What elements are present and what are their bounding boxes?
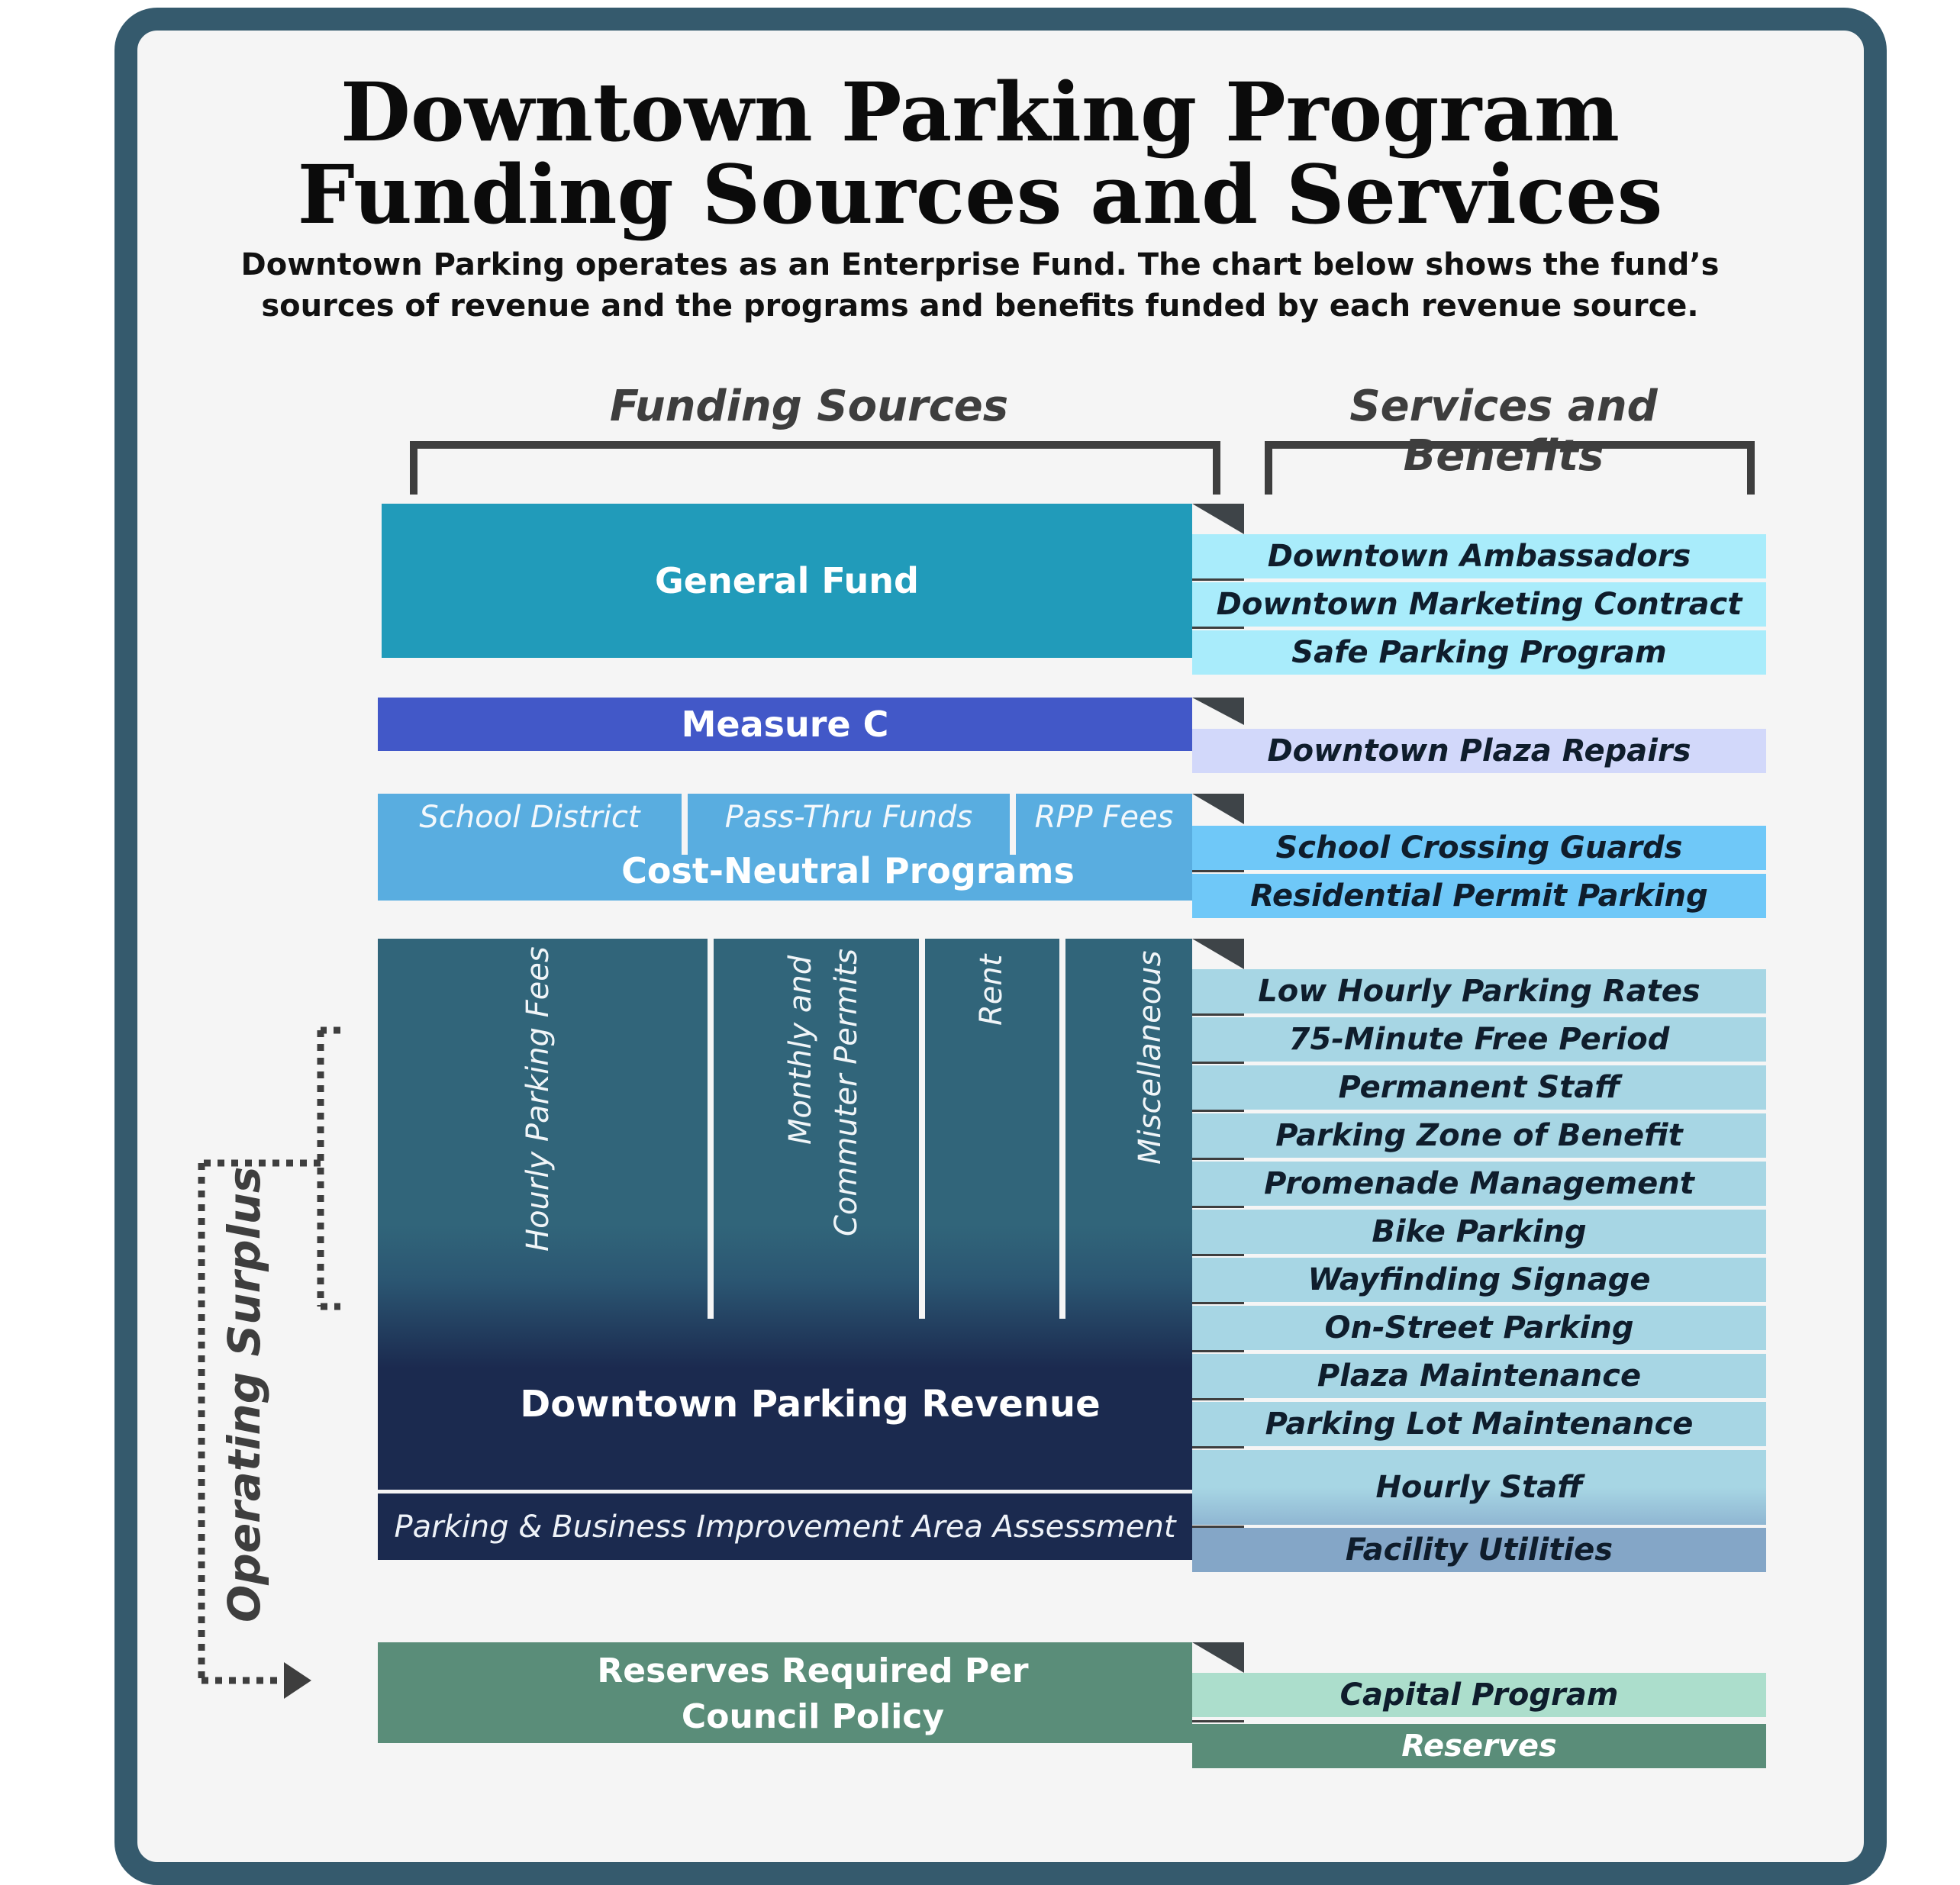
service-item: Downtown Marketing Contract [1192,582,1766,627]
service-item: Parking Zone of Benefit [1192,1113,1766,1158]
hourly-parking-fees-label: Hourly Parking Fees [521,946,556,1252]
divider [682,794,688,855]
service-item: School Crossing Guards [1192,826,1766,870]
cost-neutral-label: Cost-Neutral Programs [621,850,1075,891]
service-item: Downtown Plaza Repairs [1192,729,1766,773]
service-item: Plaza Maintenance [1192,1354,1766,1398]
measure-c-box: Measure C [378,698,1192,751]
rent-label: Rent [974,954,1009,1026]
service-item: Low Hourly Parking Rates [1192,969,1766,1013]
service-item: Hourly Staff [1192,1450,1766,1525]
divider [1192,1158,1244,1160]
divider [1010,794,1016,855]
reserves-source-label-line-2: Council Policy [681,1697,945,1736]
service-item: Residential Permit Parking [1192,874,1766,918]
service-item: Wayfinding Signage [1192,1258,1766,1302]
divider [378,1490,1192,1494]
measure-c-notch [1192,698,1244,725]
service-item: Facility Utilities [1192,1528,1766,1572]
service-item: Promenade Management [1192,1162,1766,1206]
service-item: On-Street Parking [1192,1306,1766,1350]
reserves-source-label-line-1: Reserves Required Per [597,1651,1029,1690]
parking-revenue-label: Downtown Parking Revenue [520,1383,1101,1426]
reserves-source-box [378,1642,1192,1743]
divider [1059,939,1065,1319]
divider [1192,1526,1244,1528]
divider [1192,1110,1244,1112]
divider [1192,1254,1244,1256]
service-item: Downtown Ambassadors [1192,534,1766,578]
divider [1192,627,1244,629]
divider [1192,1398,1244,1400]
subtitle-line-2: sources of revenue and the programs and … [261,288,1699,324]
title-line-1: Downtown Parking Program [340,64,1620,160]
divider [1192,1720,1244,1722]
funding-sources-heading: Funding Sources [609,382,1009,431]
pass-thru-funds-label: Pass-Thru Funds [724,800,973,835]
general-fund-notch [1192,504,1244,534]
general-fund-box: General Fund [382,504,1192,658]
pbia-box: Parking & Business Improvement Area Asse… [378,1494,1192,1560]
rpp-fees-label: RPP Fees [1034,800,1174,835]
operating-surplus-label: Operating Surplus [218,1166,270,1622]
divider [1192,1062,1244,1064]
divider [1192,1350,1244,1352]
divider [708,939,714,1319]
miscellaneous-label: Miscellaneous [1133,950,1168,1165]
title-line-2: Funding Sources and Services [297,147,1663,242]
service-item: Capital Program [1192,1673,1766,1717]
service-item: Parking Lot Maintenance [1192,1402,1766,1446]
services-bracket [1265,441,1755,495]
arrow-right-icon [284,1662,311,1699]
operating-surplus-connector [198,1026,340,1699]
parking-revenue-notch [1192,939,1244,969]
school-district-label: School District [419,800,640,835]
divider [1192,578,1244,581]
parking-revenue-box [378,939,1192,1490]
service-item: Safe Parking Program [1192,630,1766,675]
divider [919,939,925,1319]
divider [1192,1013,1244,1016]
service-item: Bike Parking [1192,1210,1766,1254]
divider [1192,1206,1244,1208]
monthly-permits-label-line-1: Monthly and [783,955,818,1145]
cost-neutral-notch [1192,794,1244,824]
reserves-notch [1192,1642,1244,1673]
funding-bracket [410,441,1220,495]
service-item: Permanent Staff [1192,1065,1766,1110]
divider [1192,1446,1244,1448]
monthly-permits-label-line-2: Commuter Permits [829,949,864,1236]
service-item: 75-Minute Free Period [1192,1017,1766,1062]
divider [1192,870,1244,872]
divider [1192,1302,1244,1304]
cost-neutral-box [378,794,1192,901]
service-item: Reserves [1192,1724,1766,1768]
subtitle-line-1: Downtown Parking operates as an Enterpri… [240,247,1720,282]
services-heading: Services and Benefits [1349,382,1658,481]
